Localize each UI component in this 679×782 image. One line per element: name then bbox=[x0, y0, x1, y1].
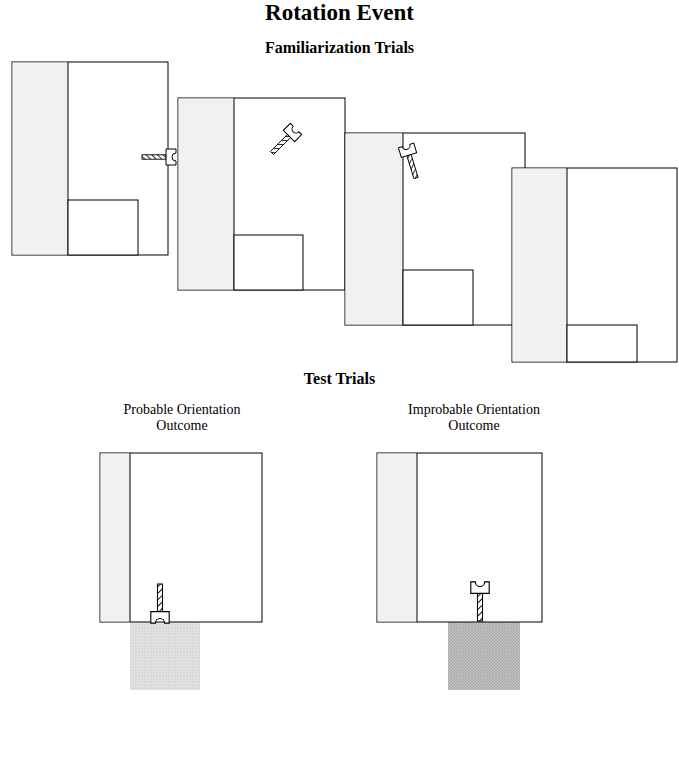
frame bbox=[12, 62, 176, 255]
section-heading: Test Trials bbox=[0, 369, 679, 389]
panel-heading: Improbable Orientation Outcome bbox=[395, 402, 553, 434]
figure-title: Rotation Event bbox=[0, 0, 679, 26]
section-heading: Familiarization Trials bbox=[0, 38, 679, 58]
test-panel: Improbable Orientation Outcome bbox=[384, 402, 564, 453]
test-stage bbox=[100, 453, 262, 690]
panel-heading: Probable Orientation Outcome bbox=[103, 402, 261, 434]
frame bbox=[178, 98, 345, 290]
test-stage bbox=[377, 453, 542, 690]
frame bbox=[512, 168, 677, 362]
frame bbox=[345, 133, 525, 325]
test-panel: Probable Orientation Outcome bbox=[92, 402, 272, 453]
